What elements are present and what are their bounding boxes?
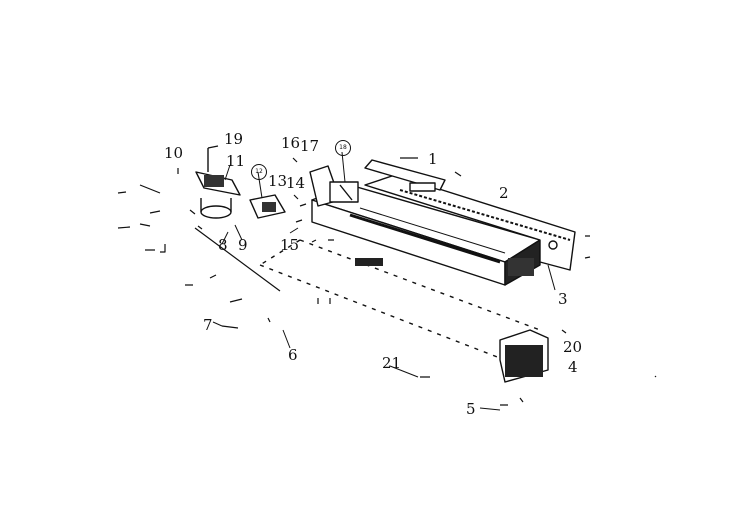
circled-callout-12: 12 [251,164,267,180]
callout-6: 6 [288,346,298,364]
callout-11: 11 [226,152,246,170]
callout-14: 14 [286,174,306,192]
motor-bracket [195,145,241,219]
top-trim [364,159,446,192]
callout-3: 3 [558,290,568,308]
end-cap [499,329,549,383]
callout-1: 1 [428,150,438,168]
callout-20: 20 [563,338,583,356]
callout-19: 19 [224,130,244,148]
callout-21: 21 [382,354,402,372]
callout-17: 17 [300,137,320,155]
callout-4: 4 [568,358,578,376]
base-tray [259,239,541,361]
circled-callout-18: 18 [335,140,351,156]
callout-9: 9 [238,236,248,254]
leader-lines [212,151,556,411]
callout-8: 8 [218,236,228,254]
fasteners [117,157,657,406]
callout-15: 15 [280,236,300,254]
callout-16: 16 [281,134,301,152]
callout-13: 13 [268,172,288,190]
base-slot [355,258,383,266]
callout-7: 7 [203,316,213,334]
callout-5: 5 [466,400,476,418]
console-housing [311,184,541,286]
callout-2: 2 [499,184,509,202]
switch-assembly [249,194,286,219]
end-bracket [309,165,359,207]
callout-10: 10 [164,144,184,162]
